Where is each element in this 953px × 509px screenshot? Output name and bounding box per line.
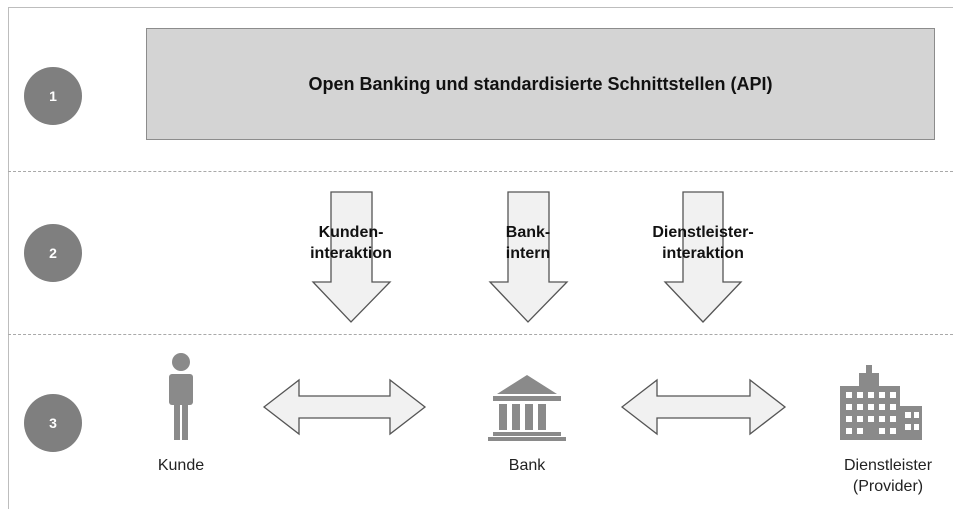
frame-left-border (8, 7, 9, 509)
customer-label: Kunde (157, 457, 205, 474)
api-title: Open Banking und standardisierte Schnitt… (308, 73, 773, 94)
label-provider-interaction: Dienstleister- interaktion (628, 222, 778, 264)
level-3-number: 3 (49, 415, 57, 431)
label-provider-interaction-line2: interaktion (662, 245, 744, 262)
level-2-number: 2 (49, 245, 57, 261)
level-3-circle: 3 (24, 394, 82, 452)
level-2-circle: 2 (24, 224, 82, 282)
person-icon (169, 353, 193, 440)
provider-label-line2: (Provider) (852, 478, 924, 495)
double-arrow-customer-bank (262, 378, 427, 436)
label-bank-internal: Bank- intern (478, 222, 578, 264)
provider-label-line1: Dienstleister (843, 457, 933, 474)
label-bank-internal-line1: Bank- (505, 224, 551, 241)
label-customer-interaction-line1: Kunden- (318, 224, 384, 241)
label-provider-interaction-line1: Dienstleister- (652, 224, 754, 241)
divider-level-1-2 (8, 171, 953, 172)
divider-level-2-3 (8, 334, 953, 335)
down-arrow-bank-internal (488, 191, 569, 323)
label-customer-interaction-line2: interaktion (310, 245, 392, 262)
double-arrow-bank-provider (620, 378, 787, 436)
office-building-icon (840, 365, 922, 440)
provider-label: Dienstleister (Provider) (826, 455, 950, 497)
frame-top-border (8, 7, 953, 8)
level-1-number: 1 (49, 88, 57, 104)
bank-icon (488, 375, 566, 441)
label-bank-internal-line2: intern (505, 245, 551, 262)
api-box: Open Banking und standardisierte Schnitt… (146, 28, 935, 140)
bank-label: Bank (508, 457, 546, 474)
label-customer-interaction: Kunden- interaktion (296, 222, 406, 264)
level-1-circle: 1 (24, 67, 82, 125)
down-arrow-provider-interaction (663, 191, 743, 323)
down-arrow-customer-interaction (311, 191, 392, 323)
